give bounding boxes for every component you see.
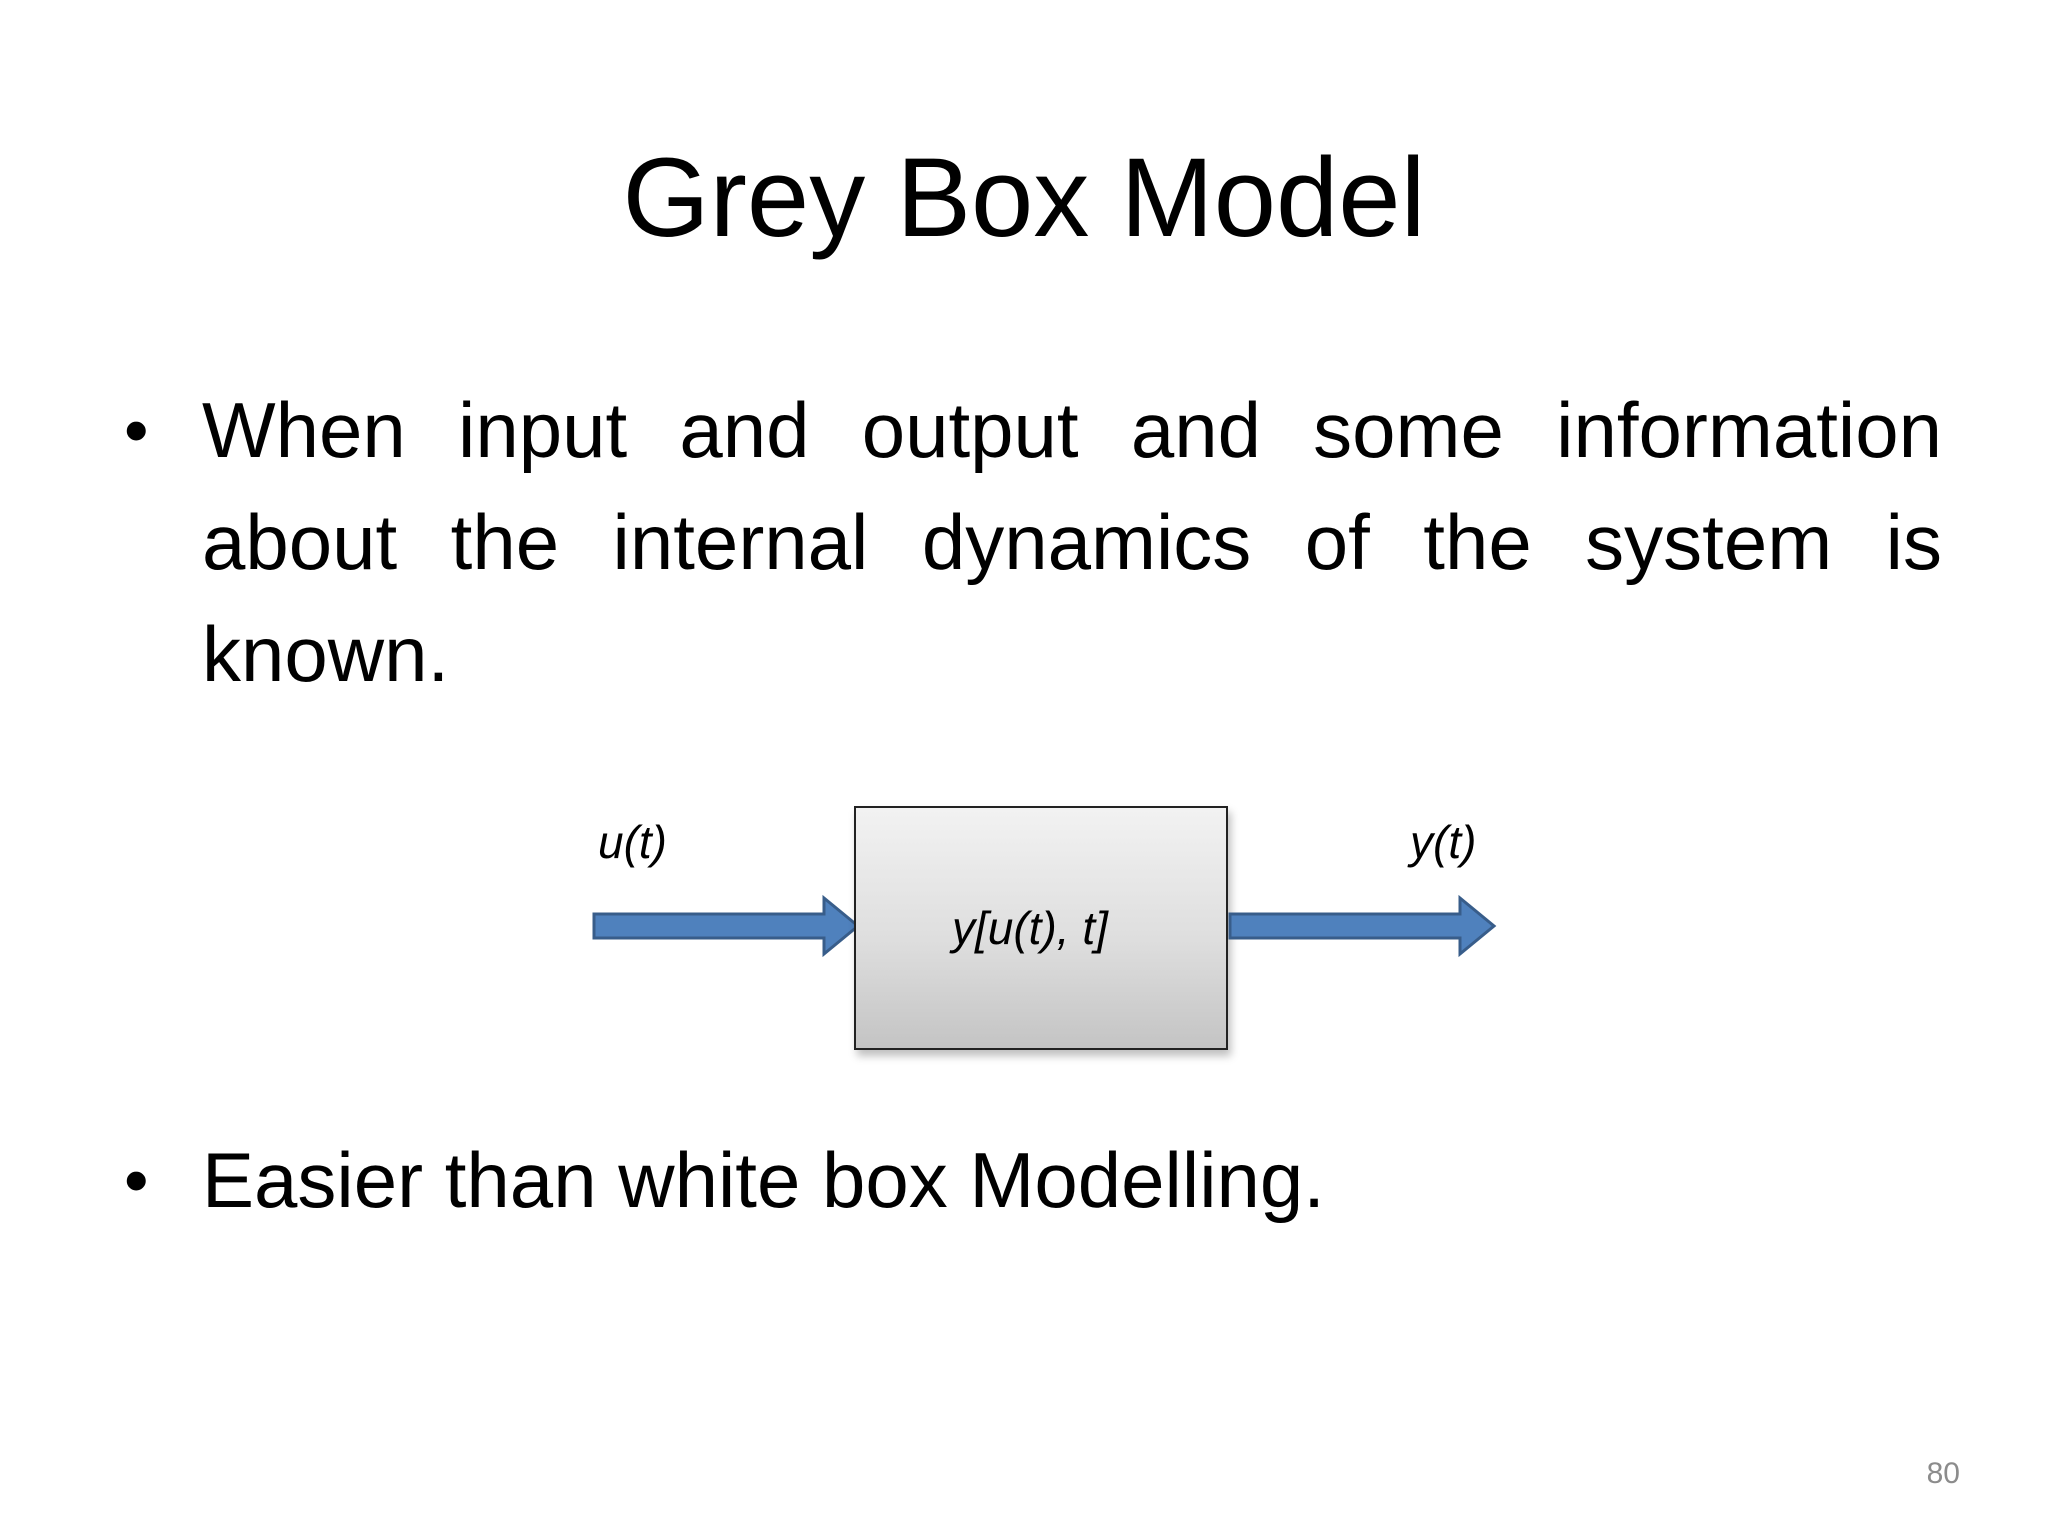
bullet-marker: • xyxy=(124,1141,149,1219)
output-label: y(t) xyxy=(1410,816,1477,868)
box-label: y[u(t), t] xyxy=(952,902,1108,954)
bullet-text: When input and output and some informati… xyxy=(202,386,1942,698)
output-arrow-shape xyxy=(1228,894,1497,958)
bullet-marker: • xyxy=(124,391,149,469)
bullet-text: Easier than white box Modelling. xyxy=(202,1136,1325,1224)
output-arrow-icon xyxy=(1228,894,1497,958)
grey-box: y[u(t), t] xyxy=(854,806,1228,1050)
grey-box-diagram: u(t) y(t) y[u(t), t] xyxy=(580,790,1520,1070)
input-arrow-icon xyxy=(592,894,861,958)
input-label: u(t) xyxy=(598,816,667,868)
slide-title: Grey Box Model xyxy=(622,135,1426,260)
page-number: 80 xyxy=(1926,1457,1960,1490)
input-arrow-shape xyxy=(592,894,861,958)
